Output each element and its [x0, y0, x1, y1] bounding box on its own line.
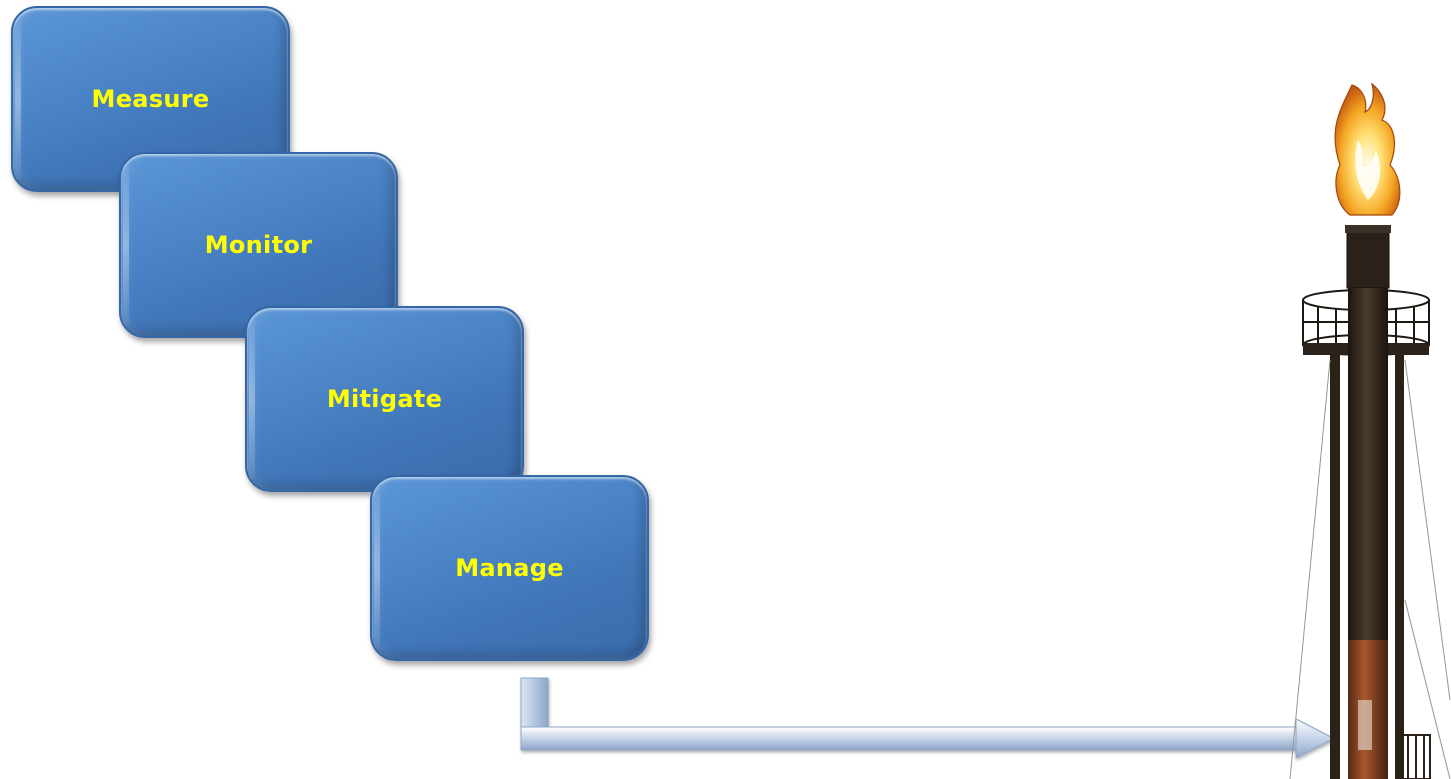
step-label-mitigate: Mitigate [326, 385, 443, 413]
step-box-mitigate: Mitigate [245, 306, 524, 492]
step-label-measure: Measure [91, 85, 210, 113]
step-box-monitor: Monitor [119, 152, 398, 338]
step-label-manage: Manage [455, 554, 564, 582]
step-box-manage: Manage [370, 475, 649, 661]
step-label-monitor: Monitor [204, 231, 313, 259]
flame-icon [1334, 82, 1401, 216]
